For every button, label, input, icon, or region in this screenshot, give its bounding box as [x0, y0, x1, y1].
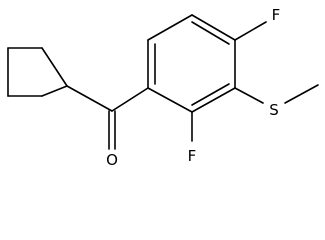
- cyclobutane-ring: [7, 47, 68, 97]
- molecule-structure: O F F S: [7, 6, 319, 169]
- bond-to-sulfur: [234, 87, 264, 104]
- bond-carbonyl-to-aryl: [111, 87, 149, 112]
- bond-to-fluorine-top: [234, 21, 267, 41]
- bond-ar-3-inner: [191, 21, 230, 45]
- bond-ar-6: [147, 87, 193, 113]
- atom-label-sulfur: S: [269, 101, 279, 119]
- bond-ring-diagonal: [41, 85, 68, 97]
- bond-ar-5: [191, 87, 236, 113]
- bond-ar-3: [191, 14, 236, 41]
- benzene-ring: [147, 14, 236, 113]
- bond-ring-to-carbonyl: [66, 85, 113, 112]
- bond-ar-5-inner: [191, 83, 230, 106]
- atom-label-fluorine-bottom: F: [188, 147, 197, 165]
- atom-label-oxygen: O: [106, 151, 118, 169]
- bond-ring-right: [41, 47, 68, 87]
- atom-label-fluorine-top: F: [272, 6, 281, 24]
- carbonyl-double-bond: [108, 110, 116, 150]
- bond-ar-2: [147, 14, 193, 41]
- bond-sulfur-methyl: [284, 84, 319, 104]
